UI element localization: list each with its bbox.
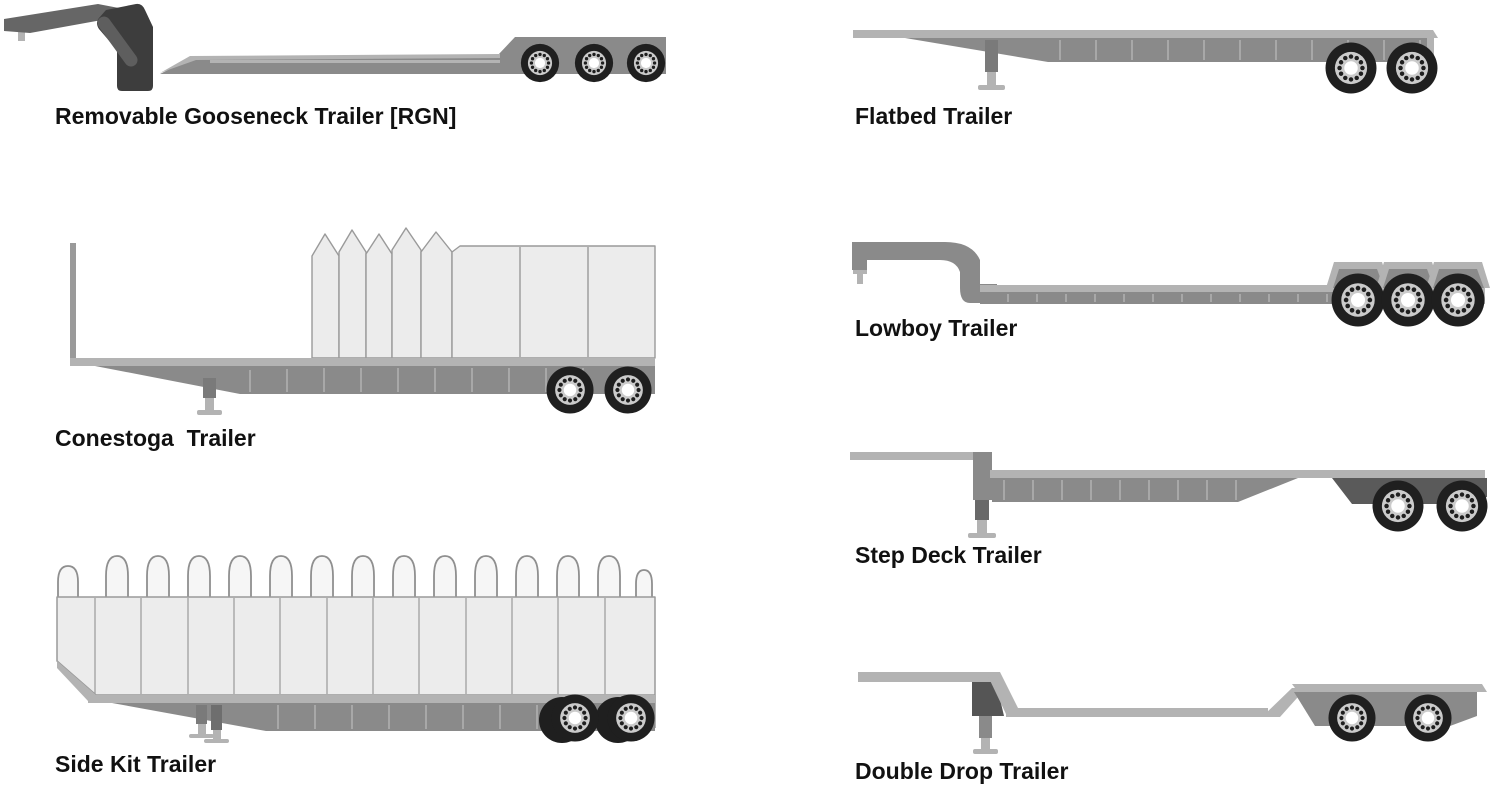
wheel-icon xyxy=(546,366,594,414)
wheel-icon xyxy=(520,43,560,83)
figure-rgn xyxy=(0,0,680,100)
figure-double-drop xyxy=(850,665,1495,775)
rgn-trailer-illustration xyxy=(4,3,666,91)
wheel-icon xyxy=(1431,273,1485,327)
wheel-icon xyxy=(1328,694,1376,742)
step-deck-landing-gear xyxy=(968,500,996,538)
side-kit-box xyxy=(56,596,656,701)
conestoga-trailer-illustration xyxy=(70,227,656,415)
wheel-icon xyxy=(607,694,655,742)
label-rgn: Removable Gooseneck Trailer [RGN] xyxy=(55,103,457,129)
double-drop-landing-gear xyxy=(973,716,998,754)
wheel-icon xyxy=(604,366,652,414)
conestoga-landing-gear xyxy=(197,378,222,415)
wheel-icon xyxy=(1325,42,1377,94)
figure-conestoga xyxy=(50,225,670,425)
figure-flatbed xyxy=(843,22,1443,100)
flatbed-landing-gear xyxy=(978,40,1005,90)
wheel-icon xyxy=(1372,480,1424,532)
conestoga-tarp xyxy=(311,227,656,359)
wheel-icon xyxy=(551,694,599,742)
step-deck-upper-deck xyxy=(850,452,992,500)
double-drop-front-deck xyxy=(858,672,1018,716)
side-kit-bows xyxy=(57,555,653,600)
side-kit-landing-gear xyxy=(189,705,229,743)
wheel-icon xyxy=(574,43,614,83)
label-step-deck: Step Deck Trailer xyxy=(855,542,1042,568)
label-flatbed: Flatbed Trailer xyxy=(855,103,1013,129)
conestoga-front-post xyxy=(70,243,76,361)
lowboy-wheels xyxy=(1331,273,1485,327)
wheel-icon xyxy=(1436,480,1488,532)
step-deck-trailer-illustration xyxy=(850,452,1488,538)
lowboy-trailer-illustration xyxy=(852,242,1490,327)
rgn-wheels xyxy=(520,43,666,83)
wheel-icon xyxy=(1404,694,1452,742)
wheel-icon xyxy=(1381,273,1435,327)
wheel-icon xyxy=(626,43,666,83)
side-kit-wheels xyxy=(539,694,655,743)
figure-step-deck xyxy=(845,445,1495,555)
figure-side-kit xyxy=(50,548,665,748)
flatbed-deck xyxy=(853,30,1438,80)
step-deck-lower-deck xyxy=(990,470,1485,502)
label-conestoga: Conestoga Trailer xyxy=(55,425,256,451)
lowboy-gooseneck xyxy=(852,242,997,303)
wheel-icon xyxy=(1386,42,1438,94)
flatbed-trailer-illustration xyxy=(853,30,1438,94)
label-side-kit: Side Kit Trailer xyxy=(55,751,217,777)
wheel-icon xyxy=(1331,273,1385,327)
rgn-gooseneck xyxy=(4,3,153,91)
side-kit-trailer-illustration xyxy=(56,555,656,743)
double-drop-well-deck xyxy=(1006,708,1268,717)
double-drop-trailer-illustration xyxy=(858,672,1487,754)
figure-lowboy xyxy=(845,235,1495,330)
label-double-drop: Double Drop Trailer xyxy=(855,758,1069,784)
label-lowboy: Lowboy Trailer xyxy=(855,315,1018,341)
